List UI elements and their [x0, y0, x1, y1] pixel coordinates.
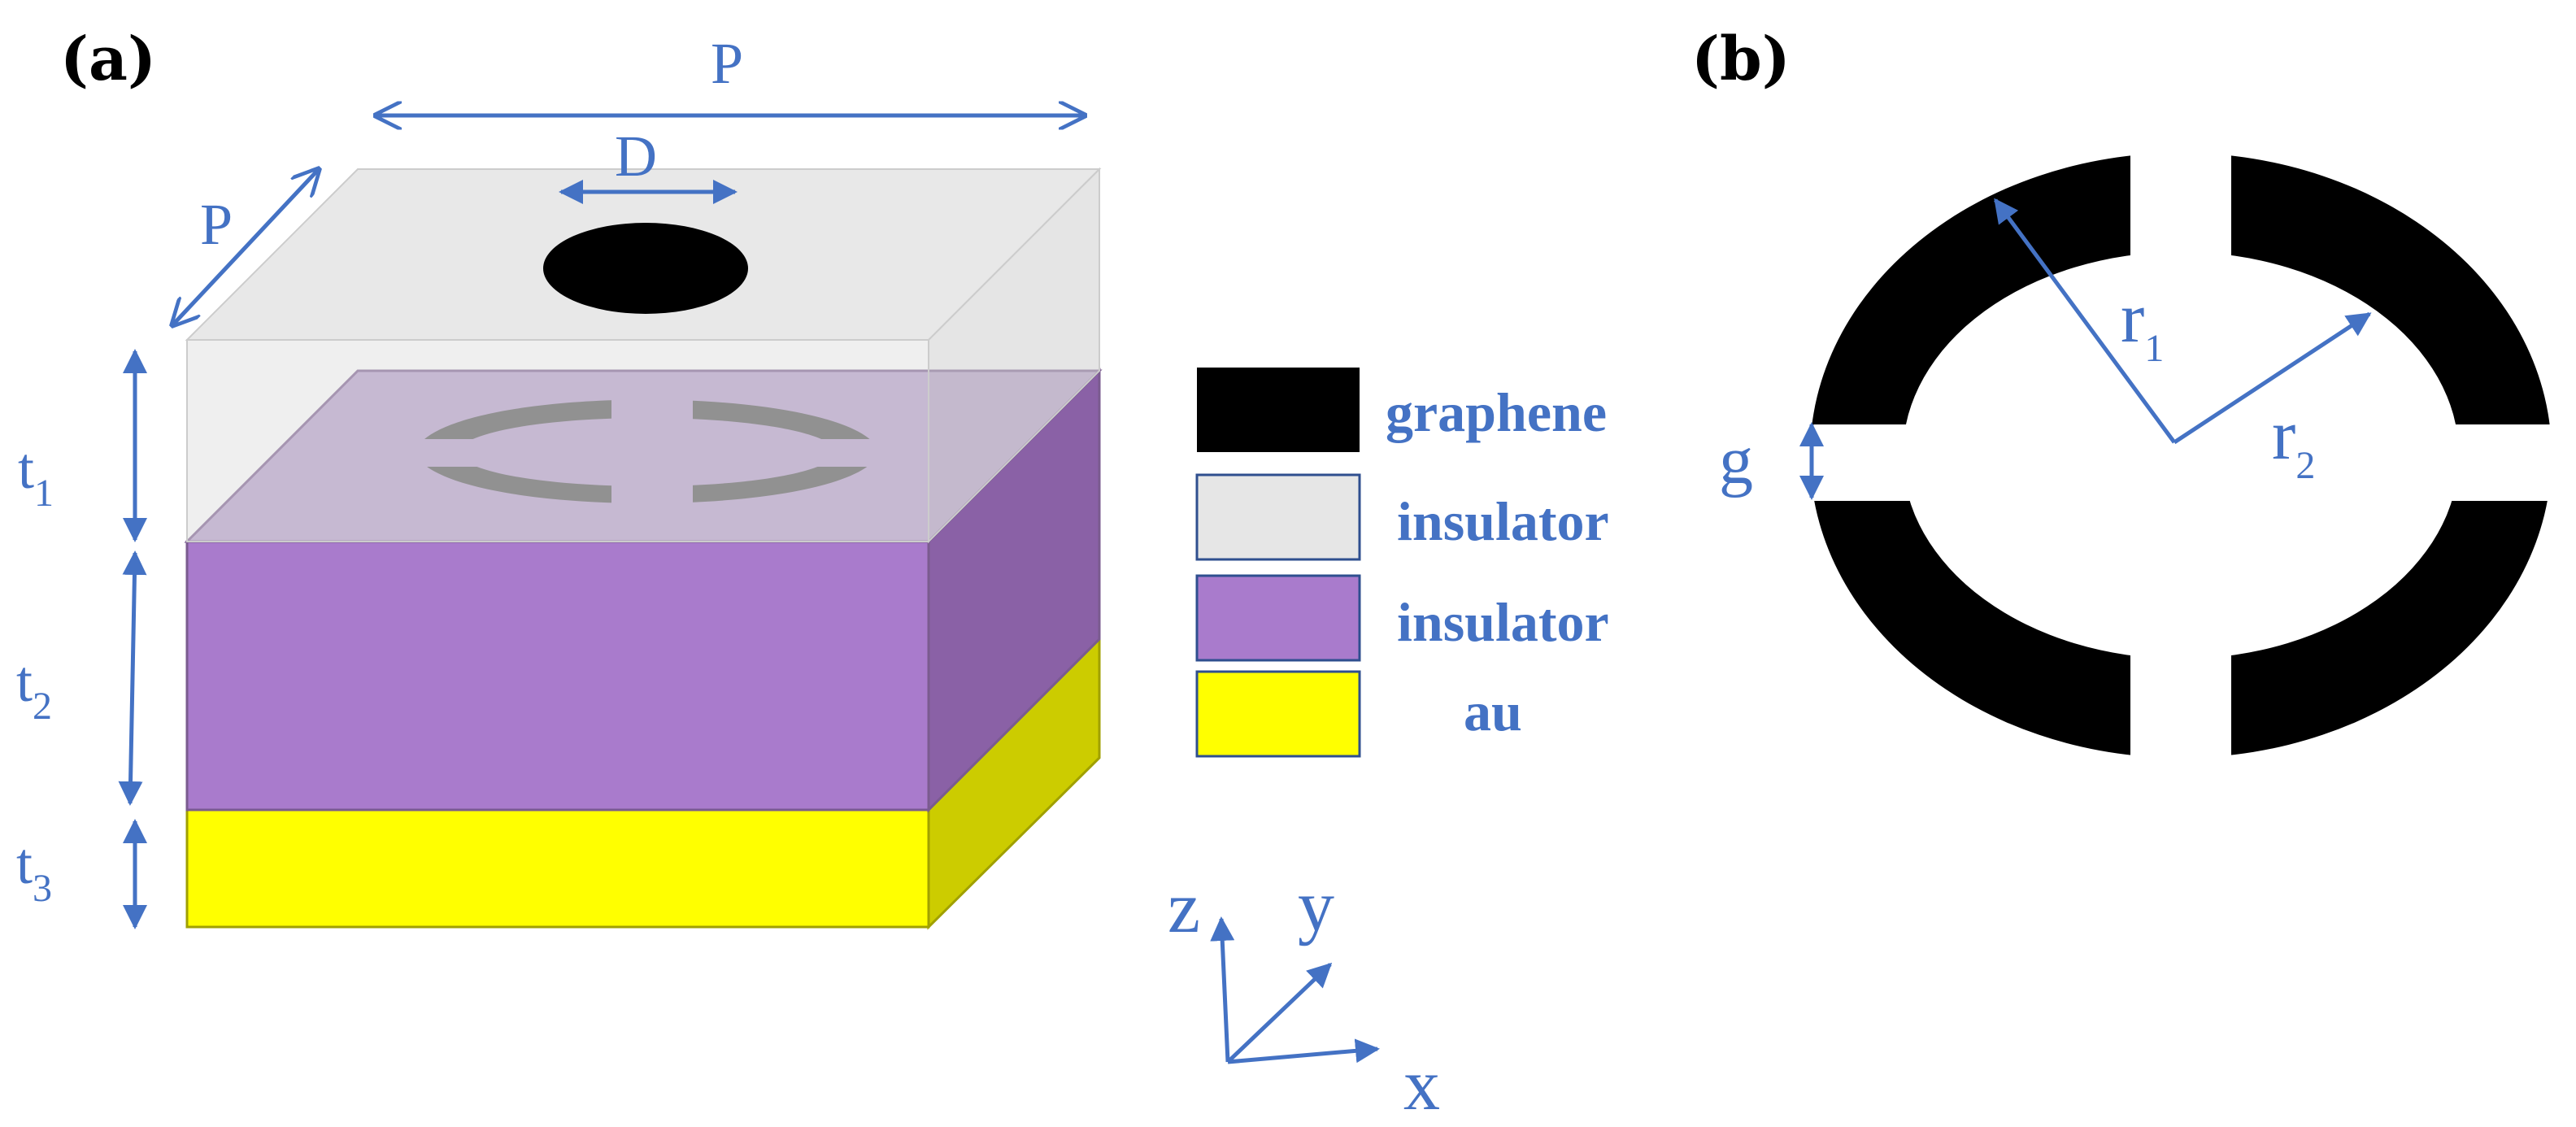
y-axis-arrow — [1226, 962, 1333, 1064]
panel-b: (b) r1 r2 g — [1691, 24, 2569, 781]
r1-arrow — [1993, 198, 2177, 444]
t2-arrow — [118, 550, 147, 806]
z-axis-label: z — [1168, 868, 1200, 948]
r2-label: r2 — [2272, 396, 2315, 487]
split-ring-resonator — [1781, 138, 2569, 781]
t1-label: t1 — [18, 436, 54, 515]
legend-swatch-top-insulator — [1195, 473, 1361, 561]
r1-label: r1 — [2121, 279, 2164, 370]
legend-swatch-gold — [1195, 670, 1361, 758]
y-axis-label: y — [1298, 866, 1334, 946]
period-side-arrow — [172, 169, 319, 325]
r2-arrow — [2173, 311, 2372, 445]
panel-b-label: (b) — [1691, 24, 1791, 94]
period-side-label: P — [200, 192, 233, 257]
ring-gap-horizontal — [1781, 424, 2569, 501]
x-axis-label: x — [1403, 1045, 1440, 1125]
gold-layer — [185, 636, 1101, 930]
diameter-label: D — [615, 124, 657, 189]
z-axis-arrow — [1210, 916, 1235, 1063]
gap-label: g — [1719, 423, 1753, 498]
coordinate-axes: z y x — [1168, 866, 1440, 1125]
t2-label: t2 — [16, 649, 52, 728]
legend-label-graphene: graphene — [1386, 381, 1607, 443]
legend-swatch-graphene — [1197, 368, 1360, 452]
x-axis-arrow — [1227, 1038, 1380, 1064]
legend-swatch-middle-insulator — [1195, 574, 1361, 662]
graphene-disk — [543, 223, 748, 314]
middle-insulator-layer — [184, 368, 1103, 813]
period-top-label: P — [711, 31, 743, 96]
legend-label-gold: au — [1464, 681, 1522, 742]
panel-a-label: (a) — [60, 24, 156, 94]
t3-label: t3 — [16, 831, 52, 910]
legend: graphene insulator insulator au — [1195, 368, 1609, 758]
graphene-ring-pattern — [403, 374, 891, 537]
legend-label-top-insulator: insulator — [1397, 490, 1609, 552]
panel-a: (a) P P — [16, 24, 1103, 930]
legend-label-middle-insulator: insulator — [1397, 591, 1609, 653]
